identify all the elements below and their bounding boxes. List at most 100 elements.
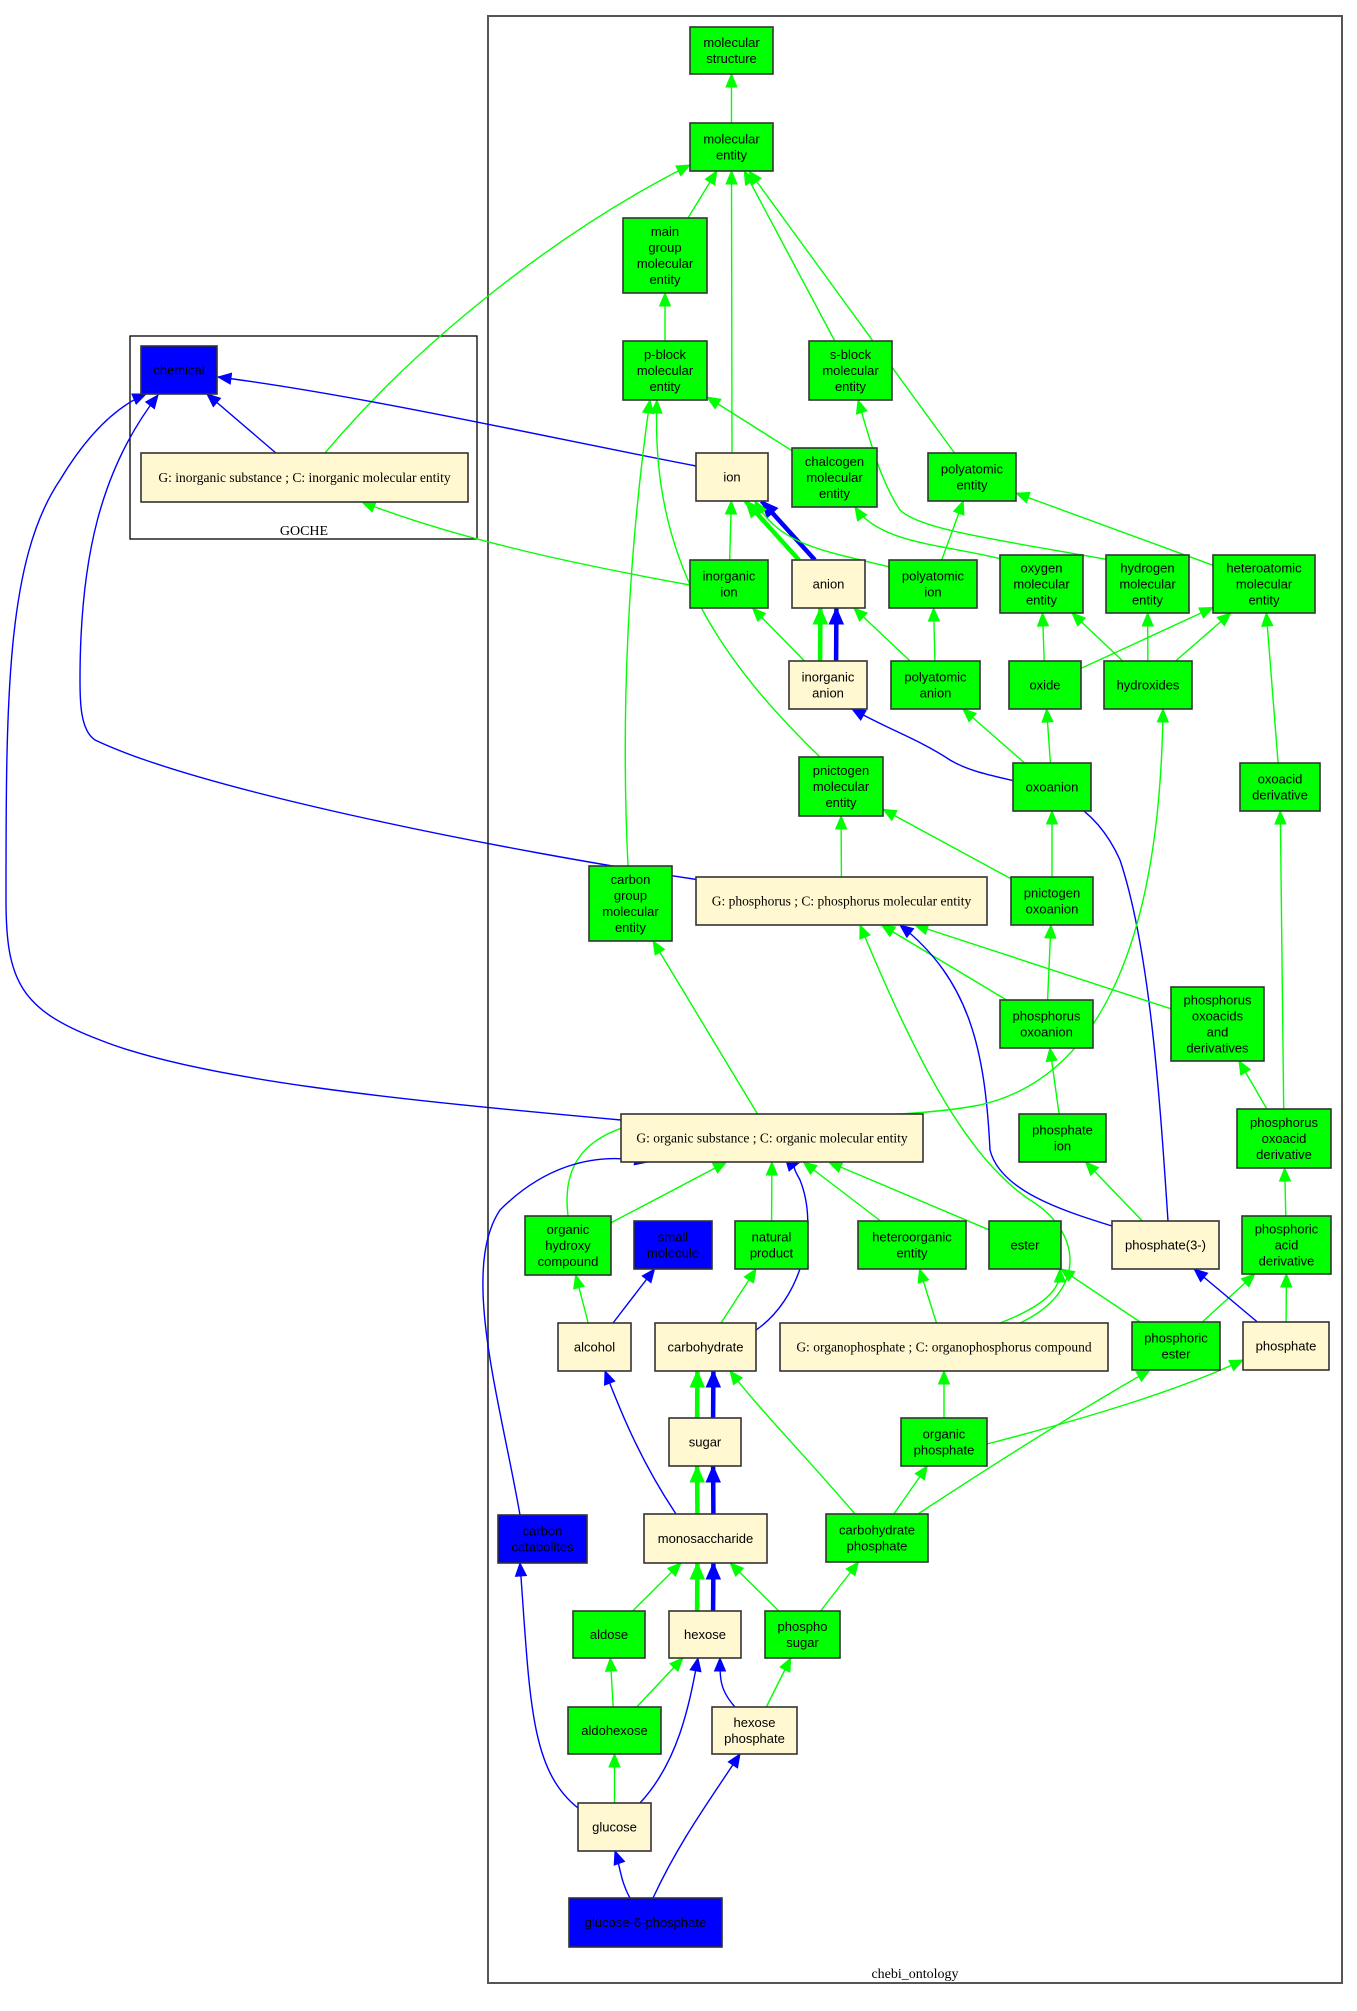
node-monosaccharide[interactable]: monosaccharide — [643, 1513, 768, 1564]
node-label: glucose-6-phosphate — [585, 1915, 706, 1930]
node-ion[interactable]: ion — [695, 452, 769, 502]
node-aldose[interactable]: aldose — [572, 1610, 646, 1659]
node-label: entity — [1132, 593, 1164, 608]
node-label: oxoanion — [1026, 902, 1079, 917]
edge-hexose-to-monosaccharide — [689, 1561, 706, 1612]
arrowhead-icon — [514, 1561, 528, 1577]
node-label: oxoacid — [1258, 772, 1303, 787]
node-aldohexose[interactable]: aldohexose — [567, 1706, 662, 1755]
node-label: and — [1207, 1025, 1229, 1040]
node-phosphate3[interactable]: phosphate(3-) — [1111, 1220, 1220, 1270]
node-inorganic-substance[interactable]: G: inorganic substance ; C: inorganic mo… — [140, 452, 469, 503]
node-label: phospho — [778, 1619, 828, 1634]
node-oxide[interactable]: oxide — [1008, 660, 1082, 710]
node-hydroxides[interactable]: hydroxides — [1103, 660, 1193, 710]
node-box — [791, 447, 878, 508]
node-label: hexose — [684, 1627, 726, 1642]
edge-polyatomic-entity-to-molecular-entity — [748, 169, 956, 454]
arrowhead-icon — [689, 1464, 705, 1483]
node-glucose-6-phosphate[interactable]: glucose-6-phosphate — [568, 1897, 723, 1948]
edge-line — [899, 924, 1113, 1227]
node-box — [567, 1706, 662, 1755]
node-label: molecular — [813, 779, 870, 794]
arrowhead-icon — [669, 1657, 684, 1673]
edge-organic-substance-to-carbon-group — [652, 939, 759, 1115]
node-label: phosphate — [724, 1731, 785, 1746]
node-carbohydrate[interactable]: carbohydrate — [654, 1322, 757, 1372]
node-box — [788, 660, 868, 710]
edge-polyatomic-anion-to-anion — [852, 607, 911, 662]
edge-line — [917, 1369, 1151, 1515]
node-label: heteroorganic — [872, 1230, 952, 1245]
nodes-layer: chemical G: inorganic substance ; C: inor… — [140, 26, 1332, 1948]
node-label: entity — [649, 379, 681, 394]
node-label: inorganic — [802, 670, 855, 685]
node-sugar[interactable]: sugar — [668, 1417, 742, 1467]
arrowhead-icon — [1278, 1166, 1292, 1182]
edge-line — [639, 1657, 699, 1804]
node-hexose[interactable]: hexose — [668, 1610, 742, 1659]
node-ester[interactable]: ester — [988, 1220, 1062, 1270]
node-organic-substance[interactable]: G: organic substance ; C: organic molecu… — [620, 1113, 924, 1163]
node-organophosphate[interactable]: G: organophosphate ; C: organophosphorus… — [779, 1322, 1109, 1372]
edge-organic-phosphate-to-phosphate — [986, 1359, 1245, 1445]
node-oxoanion[interactable]: oxoanion — [1012, 762, 1092, 812]
arrowhead-icon — [724, 499, 738, 515]
node-phosphate[interactable]: phosphate — [1242, 1321, 1330, 1371]
edge-inorganic-anion-to-anion — [828, 606, 845, 662]
edge-carbohydrate-phosphate-to-phosphoric-ester — [917, 1369, 1152, 1515]
node-glucose[interactable]: glucose — [577, 1802, 652, 1852]
arrowhead-icon — [131, 393, 148, 406]
edge-organic-hydroxy-to-hydroxides — [566, 707, 1170, 1217]
arrowhead-icon — [765, 1160, 779, 1176]
node-chemical[interactable]: chemical — [140, 345, 218, 395]
node-anion[interactable]: anion — [791, 559, 866, 609]
edge-aldose-to-monosaccharide — [632, 1562, 682, 1612]
edge-line — [828, 1161, 990, 1231]
node-label: G: phosphorus ; C: phosphorus molecular … — [712, 894, 972, 909]
arrowhead-icon — [573, 1273, 586, 1290]
edge-line — [652, 940, 759, 1115]
node-alcohol[interactable]: alcohol — [557, 1322, 632, 1372]
node-label: anion — [813, 577, 845, 592]
edge-carbohydrate-phosphate-to-carbohydrate — [729, 1369, 856, 1515]
edge-aldohexose-to-hexose — [636, 1657, 684, 1708]
node-phosphorus[interactable]: G: phosphorus ; C: phosphorus molecular … — [695, 876, 988, 926]
edge-line — [851, 708, 1169, 1222]
edge-monosaccharide-to-sugar — [689, 1464, 705, 1515]
